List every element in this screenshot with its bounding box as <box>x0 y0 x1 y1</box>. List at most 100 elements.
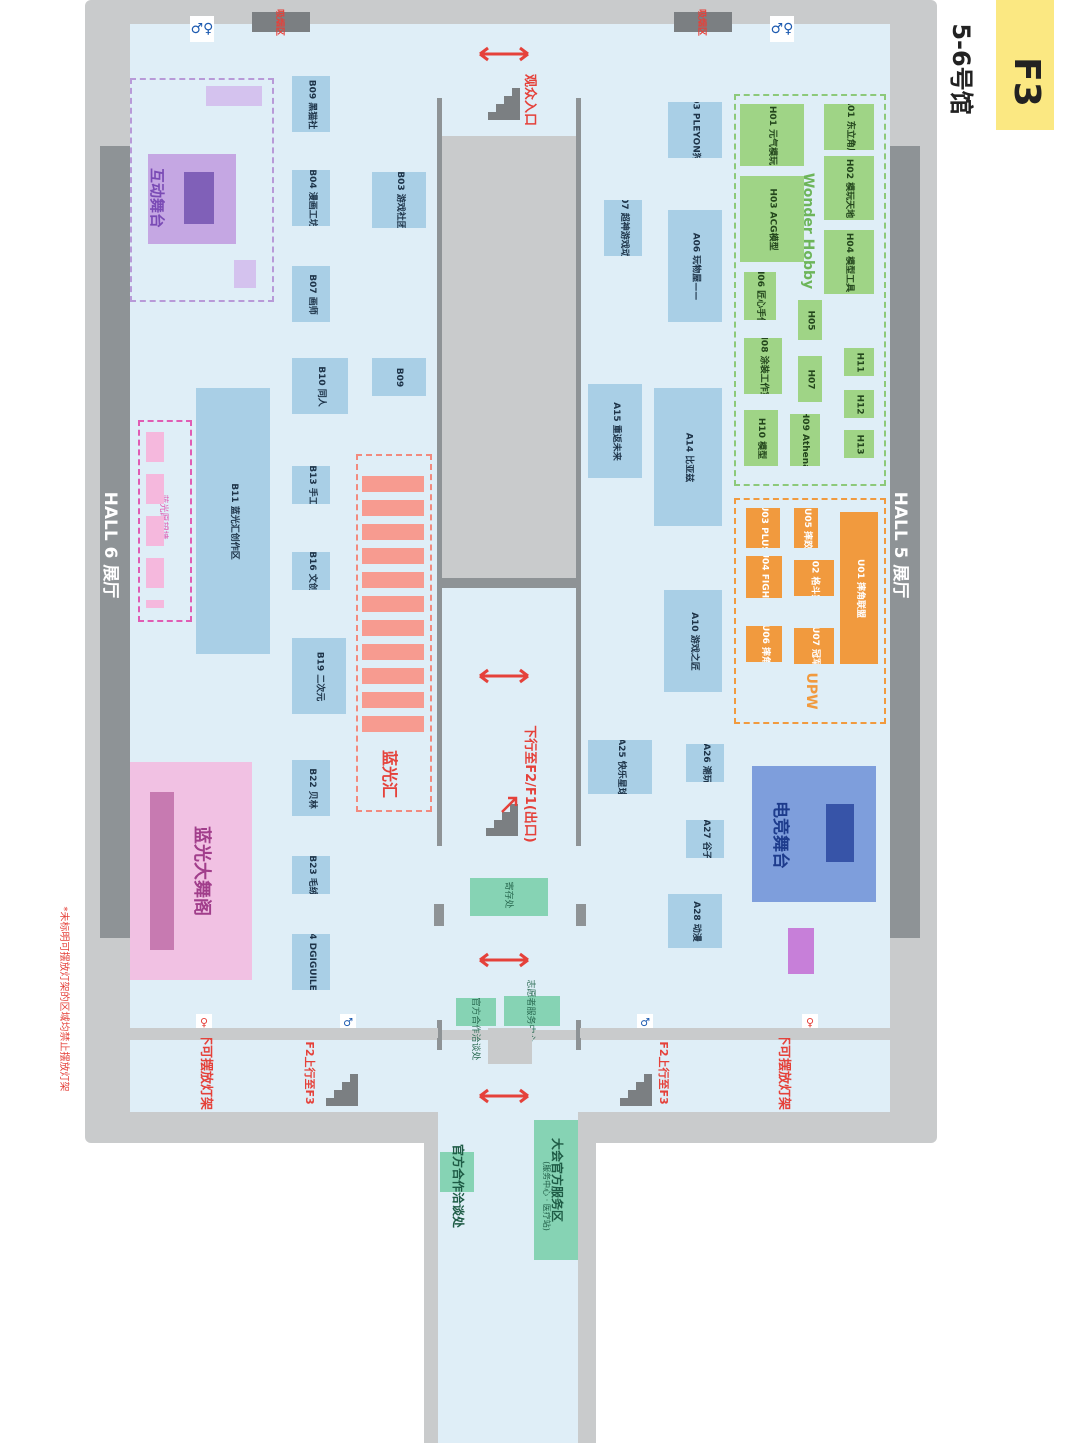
lower-divider-left <box>130 1028 438 1038</box>
official-coop-booth[interactable] <box>440 1152 474 1192</box>
booth-H12[interactable]: H12 <box>844 390 874 418</box>
bluelight-mall-booths[interactable] <box>362 476 424 738</box>
lower-rail-left <box>437 1020 442 1050</box>
no-lights-left-label: 不可摆放灯架 <box>198 1031 213 1110</box>
booth-H05[interactable]: H05 <box>798 300 822 340</box>
booth-A26[interactable]: A26 潮玩 <box>686 744 724 782</box>
left-wall-bar <box>100 146 130 938</box>
booth-A25[interactable]: A25 快乐星球 <box>588 740 652 794</box>
stairs-icon <box>620 1074 652 1106</box>
booth-B16[interactable]: B16 文创 <box>292 552 330 590</box>
restroom-icon: ♀ <box>802 1014 818 1032</box>
double-arrow-icon <box>479 952 529 968</box>
booth-U06[interactable]: U06 摔角 <box>746 626 782 662</box>
booth-U05[interactable]: U05 摔跤 <box>794 508 818 548</box>
entrance-label: 观众入口 <box>522 73 537 126</box>
double-arrow-icon <box>479 668 529 684</box>
booth-A06[interactable]: A06 玩物屋—— <box>668 210 722 322</box>
stairs-icon <box>488 88 520 120</box>
restroom-icon: ♀ <box>196 1014 212 1032</box>
interactive-stage-platform <box>184 172 214 224</box>
booth-B04[interactable]: B04 漫画工坊 <box>292 170 330 226</box>
booth-B09[interactable]: B09 <box>372 358 426 396</box>
booth-B09-top[interactable]: B09 黑猫社 <box>292 76 330 132</box>
restroom-icon: ♂♀ <box>770 16 794 42</box>
central-rail-right <box>576 98 581 846</box>
booth-A01[interactable]: A01 东立角川 <box>824 104 874 150</box>
lower-rail-right <box>576 1020 581 1050</box>
booth-H04[interactable]: H04 模型工具 <box>824 230 874 294</box>
booth-B13[interactable]: B13 手工 <box>292 466 330 504</box>
wonder-hobby-zone <box>734 94 886 486</box>
stairs-icon <box>486 804 518 836</box>
official-service-sub-label: (服务中心 · 医疗站) <box>542 1161 551 1231</box>
booth-B11[interactable]: B11 蓝光汇创作区 <box>196 388 270 654</box>
upw-label: UPW <box>803 672 819 710</box>
center-grey-block <box>488 1028 532 1064</box>
booth-U07[interactable]: U07 冠军 <box>794 628 834 664</box>
footnote: *未标明可摆放灯架的区域均禁止摆放灯架 <box>58 906 69 1092</box>
smoking-label: 吸烟区 <box>696 8 707 36</box>
official-small-label: 官方合作洽谈处 <box>470 997 480 1061</box>
interactive-small-booths[interactable] <box>206 86 262 106</box>
storage-booth[interactable] <box>470 878 548 916</box>
double-arrow-icon <box>479 1088 529 1104</box>
wishwall-booths[interactable] <box>146 432 164 608</box>
booth-A28[interactable]: A28 动漫 <box>668 894 722 948</box>
booth-B22[interactable]: B22 贝林 <box>292 760 330 816</box>
booth-H03[interactable]: H03 ACG模型 <box>740 176 804 262</box>
booth-B07[interactable]: B07 画师 <box>292 266 330 322</box>
booth-H01[interactable]: H01 元气模玩 <box>740 104 804 166</box>
booth-B19[interactable]: B19 二次元 <box>292 638 346 714</box>
booth-B23[interactable]: B23 毛绒 <box>292 856 330 894</box>
exit-arrow-icon <box>501 796 518 813</box>
booth-A14[interactable]: A14 比亚兹 <box>654 388 722 526</box>
booth-U03[interactable]: U03 PLUS <box>746 508 780 548</box>
info-center-booth[interactable] <box>504 996 560 1026</box>
booth-A10[interactable]: A10 游戏之匠 <box>664 590 722 692</box>
lower-divider-right <box>580 1028 890 1038</box>
stairs-icon <box>326 1074 358 1106</box>
central-rail-left <box>437 98 442 846</box>
booth-B03[interactable]: B03 游戏社团 <box>372 172 426 228</box>
esports-stage-platform <box>826 804 854 862</box>
booth-H09[interactable]: H09 Athena <box>790 414 820 466</box>
official-service-label: 大会官方服务区 <box>550 1137 564 1222</box>
booth-U04[interactable]: U04 FIGHT <box>746 556 782 598</box>
pillar-right <box>576 904 586 926</box>
booth-H08[interactable]: H08 涂装工作室 <box>744 338 782 394</box>
booth-H07[interactable]: H07 <box>798 356 822 402</box>
interactive-stage-label: 互动舞台 <box>148 167 166 228</box>
right-wall-bar <box>890 146 920 938</box>
booth-H11[interactable]: H11 <box>844 348 874 376</box>
booth-H13[interactable]: H13 <box>844 430 874 458</box>
booth-A15[interactable]: A15 重返未来 <box>588 384 642 478</box>
booth-H10[interactable]: H10 模型 <box>744 410 778 466</box>
booth-A03[interactable]: A03 PLEYON狩猎 <box>668 102 722 158</box>
smoking-label: 吸烟区 <box>274 8 285 36</box>
pillar-left <box>434 904 444 926</box>
official-service-booth[interactable] <box>534 1120 578 1260</box>
double-arrow-icon <box>479 46 529 62</box>
booth-A07[interactable]: A07 超神游戏动漫 <box>604 200 642 256</box>
booth-H02[interactable]: H02 模玩天地 <box>824 156 874 220</box>
official-small-booth[interactable] <box>456 998 496 1026</box>
restroom-icon: ♂♀ <box>190 16 214 42</box>
s-booths[interactable] <box>788 928 814 974</box>
restroom-icon: ♂ <box>637 1014 653 1032</box>
bluelight-mall-zone <box>356 454 432 812</box>
booth-B24[interactable]: B24 DGIGUILENS <box>292 934 330 990</box>
floor-number: F3 <box>1006 57 1047 107</box>
restroom-icon: ♂ <box>340 1014 356 1032</box>
booth-H06[interactable]: H06 匠心手作 <box>744 272 776 320</box>
esports-stage[interactable] <box>752 766 876 902</box>
bluelight-mall-label: 蓝光汇 <box>380 749 399 798</box>
booth-A27[interactable]: A27 谷子 <box>686 820 724 858</box>
no-lights-right-label: 不可摆放灯架 <box>776 1031 791 1110</box>
booth-B10[interactable]: B10 同人 <box>292 358 348 414</box>
booth-U01[interactable]: U01 摔角联盟 <box>840 512 878 664</box>
interactive-small-booth[interactable] <box>234 260 256 288</box>
booth-U02[interactable]: U02 格斗家 <box>794 560 834 596</box>
bluelight-hall-stage <box>150 792 174 950</box>
